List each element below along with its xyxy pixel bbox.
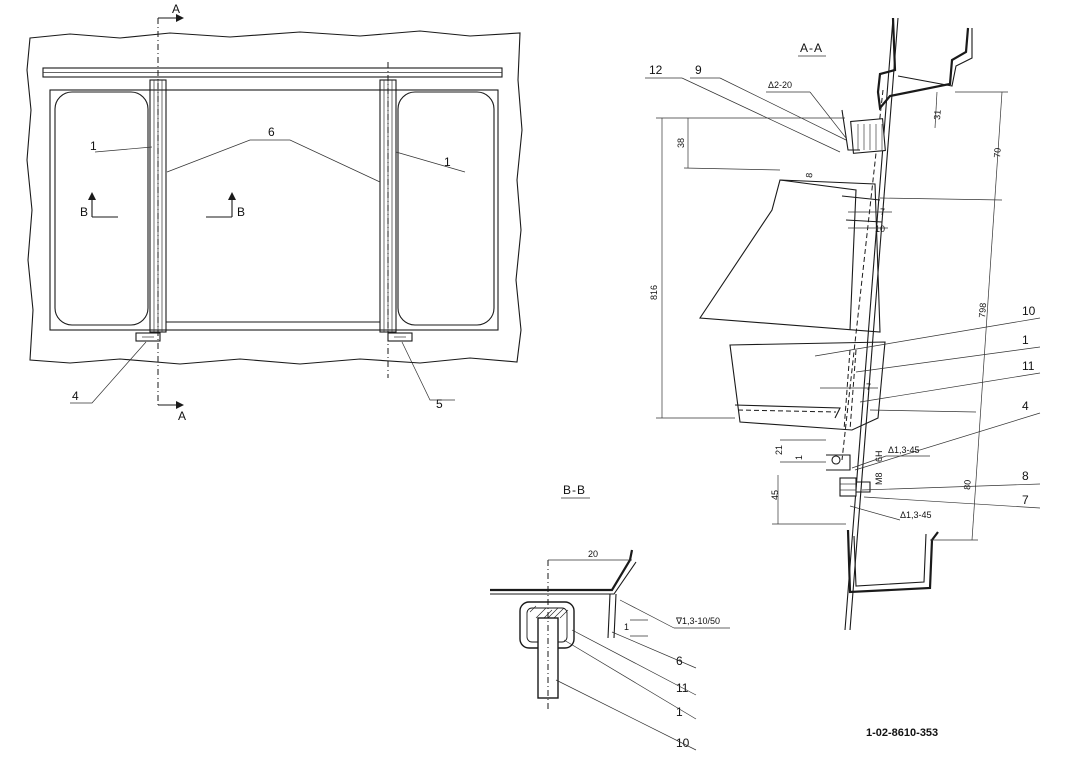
b-marker-right: B [237,205,245,219]
right-window [397,91,495,326]
dim-798: 798 [977,302,988,318]
opening-frame [49,89,499,331]
bb-plate [490,549,634,592]
section-bb-view: B-B 20 1 ∇1,3-10/50 6 11 1 10 [490,483,730,751]
lower-profile [846,529,939,594]
callout-4-front: 4 [72,389,79,403]
section-mark-top: A [172,2,180,16]
bb-callout-1: 1 [676,705,683,719]
section-bb-title: B-B [563,483,586,497]
dim-45: 45 [770,490,780,500]
bb-dim-20: 20 [588,549,598,559]
upper-glass [699,179,881,333]
front-view: A A B B 1 6 1 4 5 [26,2,523,423]
drawing-number: 1-02-8610-353 [866,727,938,739]
b-marker-left: B [80,205,88,219]
bolt-m8 [839,477,857,497]
lower-glass [729,341,886,431]
dim-70: 70 [992,147,1003,158]
callout-10-aa: 10 [1022,304,1036,318]
dim-10: 10 [875,224,885,234]
section-aa-title: A-A [800,41,823,55]
callout-1-right: 1 [444,155,451,169]
dim-80: 80 [962,479,973,490]
dim-38: 38 [676,138,686,148]
dim-1: 1 [794,455,804,460]
dim-7-b: 7 [866,382,871,392]
weld-mid: Δ1,3-45 [888,445,920,455]
wall-break-outline [26,30,523,365]
dim-21: 21 [774,445,784,455]
weld-low: Δ1,3-45 [900,510,932,520]
dim-816: 816 [649,285,659,300]
callout-11-aa: 11 [1022,359,1035,373]
vertical-wall [844,17,894,631]
weld-top: Δ2-20 [768,80,792,90]
dim-31: 31 [932,109,943,120]
section-mark-bottom: A [178,409,186,423]
upper-profile [876,17,970,111]
callout-12: 12 [649,63,663,77]
callout-8-aa: 8 [1022,469,1029,483]
dim-m8: M8 [874,472,884,485]
bb-dim-1: 1 [624,622,629,632]
dim-8: 8 [804,172,814,178]
left-window [54,91,149,326]
callout-1-aa: 1 [1022,333,1029,347]
section-aa-view: A-A [645,17,1041,631]
bb-callout-10: 10 [676,736,690,750]
callout-7-aa: 7 [1022,493,1029,507]
callout-6-front: 6 [268,125,275,139]
callout-4-aa: 4 [1022,399,1029,413]
dim-6h: 6H [874,450,884,462]
callout-1-left: 1 [90,139,97,153]
callout-5-front: 5 [436,397,443,411]
bb-weld: ∇1,3-10/50 [675,616,720,626]
upper-bracket [850,118,886,154]
callout-9: 9 [695,63,702,77]
